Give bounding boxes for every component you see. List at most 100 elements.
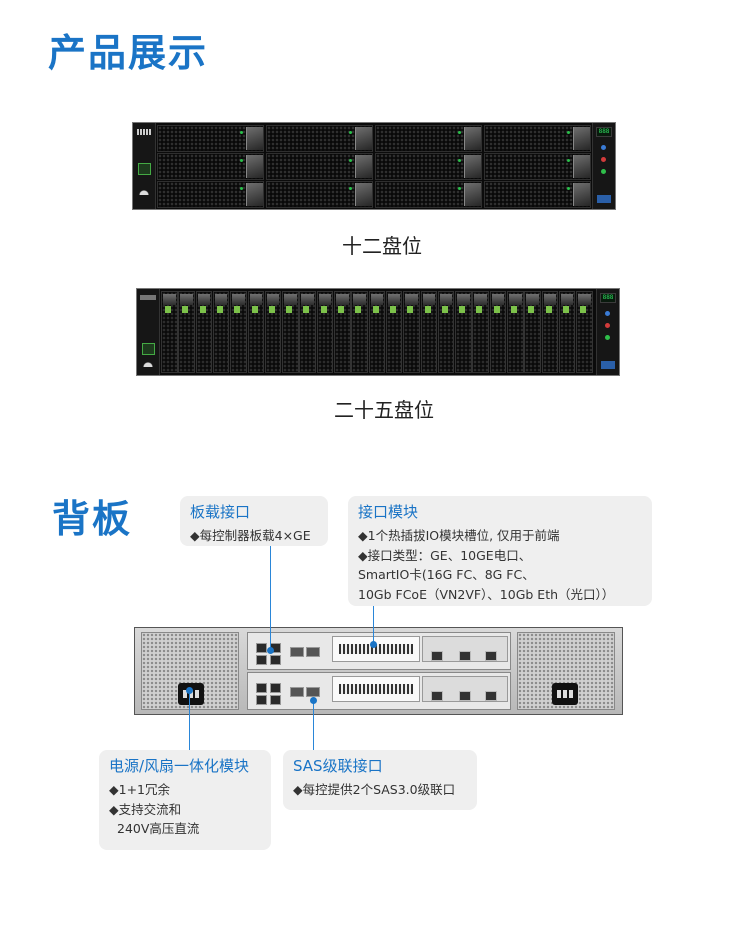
disk-slot xyxy=(472,291,489,373)
disk-bay xyxy=(266,181,373,208)
slot-latch xyxy=(491,294,505,305)
disk-bay xyxy=(375,153,482,180)
slot-latch xyxy=(509,294,522,305)
drive-handle xyxy=(355,183,372,206)
slot-latch xyxy=(266,294,280,305)
callout-line: ◆支持交流和 xyxy=(109,801,182,817)
slot-indicator-icon xyxy=(528,306,535,313)
eth-port-icon xyxy=(485,691,497,701)
io-blank-panel xyxy=(422,636,508,662)
label-sticker-icon xyxy=(597,195,611,203)
eth-port-icon xyxy=(431,651,443,661)
drive-led-icon xyxy=(567,131,570,134)
alarm-led-icon xyxy=(601,157,606,162)
disk-bay xyxy=(375,181,482,208)
product-showcase-title: 产品展示 xyxy=(48,31,209,75)
ge-port-icon xyxy=(256,683,267,693)
power-led-icon xyxy=(605,335,610,340)
drive-led-icon xyxy=(567,159,570,162)
eth-port-icon xyxy=(459,691,471,701)
sas-connector-line xyxy=(313,700,314,750)
drive-led-icon xyxy=(240,159,243,162)
locate-led-icon xyxy=(605,311,610,316)
disk-bay xyxy=(157,153,264,180)
sas-port-icon xyxy=(306,687,320,697)
storage-rear-panel-image xyxy=(134,627,623,715)
disk-bay xyxy=(484,181,591,208)
board-interface-pin-icon xyxy=(267,647,274,654)
brand-logo-icon xyxy=(142,357,154,367)
power-led-icon xyxy=(601,169,606,174)
callout-psu-fan: 电源/风扇一体化模块 ◆1+1冗余 ◆支持交流和 240V高压直流 xyxy=(99,750,271,850)
status-leds-icon xyxy=(137,129,151,135)
caption-12-bay: 十二盘位 xyxy=(342,234,422,258)
slot-indicator-icon xyxy=(268,306,275,313)
drive-handle xyxy=(464,183,481,206)
disk-slot xyxy=(195,291,213,373)
power-socket-icon xyxy=(552,683,578,705)
slot-latch xyxy=(232,294,245,305)
slot-indicator-icon xyxy=(165,306,171,313)
brand-logo-icon xyxy=(138,185,150,195)
slot-indicator-icon xyxy=(476,306,483,313)
disk-slot xyxy=(437,291,455,373)
eth-port-icon xyxy=(459,651,471,661)
callout-line: ◆1+1冗余 xyxy=(109,782,170,797)
front-display: 888 xyxy=(596,127,612,137)
slot-latch xyxy=(526,294,539,305)
callout-title: SAS级联接口 xyxy=(293,757,383,775)
disk-slot xyxy=(541,291,559,373)
io-module-slot xyxy=(332,676,420,702)
disk-bay xyxy=(484,153,591,180)
controller-b xyxy=(247,672,511,710)
board-interface-connector-line xyxy=(270,546,271,650)
label-tag-icon xyxy=(142,343,155,355)
disk-slot xyxy=(558,291,576,373)
io-blank-panel xyxy=(422,676,508,702)
sas-port-icon xyxy=(290,647,304,657)
drive-handle xyxy=(355,127,372,150)
callout-line: ◆接口类型：GE、10GE电口、 xyxy=(358,547,532,563)
io-module-slot xyxy=(332,636,420,662)
slot-indicator-icon xyxy=(580,306,587,313)
callout-line: SmartIO卡(16G FC、8G FC、 xyxy=(358,567,535,582)
callout-board-interface: 板载接口 ◆每控制器板载4×GE xyxy=(180,496,328,546)
slot-latch xyxy=(197,294,211,305)
slot-latch xyxy=(180,294,193,305)
disk-slot xyxy=(489,291,507,373)
callout-sas: SAS级联接口 ◆每控提供2个SAS3.0级联口 xyxy=(283,750,477,810)
slot-latch xyxy=(457,294,470,305)
psu-fan-module-left xyxy=(141,632,239,710)
io-module-pin-icon xyxy=(370,641,377,648)
sas-port-icon xyxy=(290,687,304,697)
front-display: 888 xyxy=(600,293,616,303)
slot-indicator-icon xyxy=(545,306,552,313)
slot-latch xyxy=(422,294,435,305)
disk-slot xyxy=(455,291,472,373)
slot-indicator-icon xyxy=(251,306,258,313)
slot-indicator-icon xyxy=(338,306,344,313)
drive-handle xyxy=(355,155,372,178)
disk-slot xyxy=(230,291,247,373)
psu-pin-icon xyxy=(186,687,193,694)
eth-port-icon xyxy=(485,651,497,661)
slot-indicator-icon xyxy=(407,306,414,313)
eth-port-icon xyxy=(431,691,443,701)
callout-line: 240V高压直流 xyxy=(117,821,200,836)
callout-line: ◆1个热插拔IO模块槽位, 仅用于前端 xyxy=(358,528,560,543)
sas-port-icon xyxy=(306,647,320,657)
right-mounting-ear: 888 xyxy=(592,123,615,209)
slot-latch xyxy=(474,294,487,305)
disk-bay xyxy=(266,125,373,152)
disk-slot xyxy=(334,291,351,373)
slot-indicator-icon xyxy=(303,306,310,313)
slot-latch xyxy=(318,294,332,305)
slot-indicator-icon xyxy=(562,306,569,313)
ge-port-icon xyxy=(270,683,281,693)
disk-slot xyxy=(299,291,316,373)
drive-led-icon xyxy=(458,187,461,190)
slot-latch xyxy=(578,294,591,305)
ge-port-icon xyxy=(256,655,267,665)
disk-slot xyxy=(351,291,368,373)
disk-slot xyxy=(282,291,299,373)
